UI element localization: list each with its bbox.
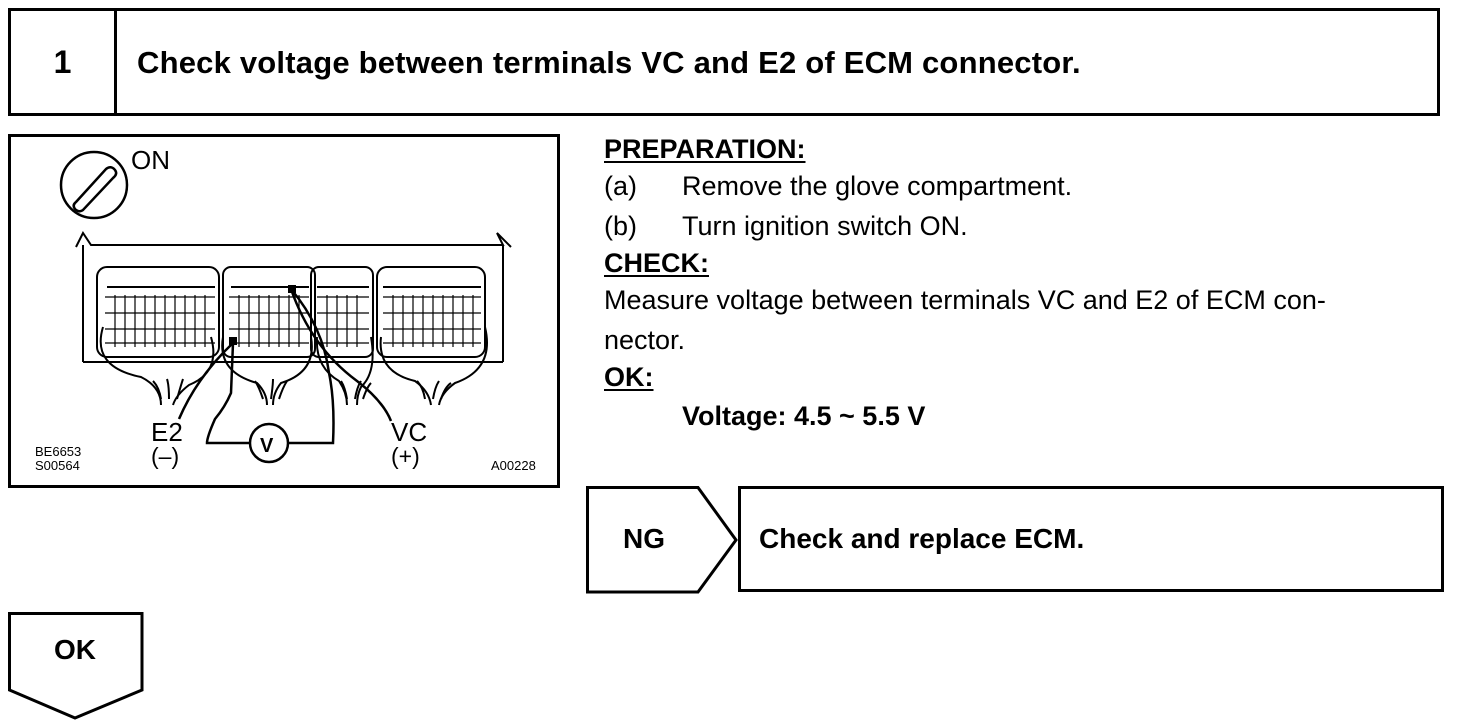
step-header: 1 Check voltage between terminals VC and… [8,8,1440,116]
ignition-on-label: ON [131,145,170,175]
voltmeter-icon [248,422,290,464]
ecm-housing [75,231,512,363]
preparation-step-b: (b) Turn ignition switch ON. [604,206,1444,246]
e2-polarity-label: (–) [151,443,180,469]
ng-label: NG [623,523,665,554]
check-heading: CHECK: [604,248,709,278]
ng-arrow-box [586,486,738,594]
step-text: Turn ignition switch ON. [682,211,968,241]
step-tag: (b) [604,211,637,241]
ecm-connector-illustration [59,150,512,464]
wire-harness [99,326,488,406]
ok-heading: OK: [604,362,654,392]
ref-code-1: BE6653 [35,444,82,459]
check-text-line-1: Measure voltage between terminals VC and… [604,285,1326,315]
ng-result-text: Check and replace ECM. [759,523,1085,554]
ok-arrow-box [8,612,144,720]
step-number: 1 [11,11,117,113]
connector-terminals [105,295,481,347]
ok-voltage-spec: Voltage: 4.5 ~ 5.5 V [682,401,926,431]
step-tag: (a) [604,171,637,201]
ok-label: OK [54,634,96,665]
preparation-heading: PREPARATION: [604,134,806,164]
check-text-line-2: nector. [604,325,686,355]
instructions: PREPARATION: (a) Remove the glove compar… [604,132,1444,438]
ng-result-box: Check and replace ECM. [738,486,1444,592]
voltmeter-label: V [260,435,274,457]
figure-code: A00228 [491,458,536,473]
vc-terminal-label: VC [391,417,428,447]
vc-polarity-label: (+) [391,443,420,469]
ecm-connector-diagram: ON E2 (–) VC (+) V BE6653 S00564 A00228 [8,134,560,488]
e2-terminal-label: E2 [151,417,183,447]
ref-code-2: S00564 [35,458,80,473]
step-text: Remove the glove compartment. [682,171,1073,201]
step-title: Check voltage between terminals VC and E… [137,45,1081,80]
probe-leads [177,288,393,445]
preparation-step-a: (a) Remove the glove compartment. [604,166,1444,206]
ignition-key-icon [59,150,129,220]
